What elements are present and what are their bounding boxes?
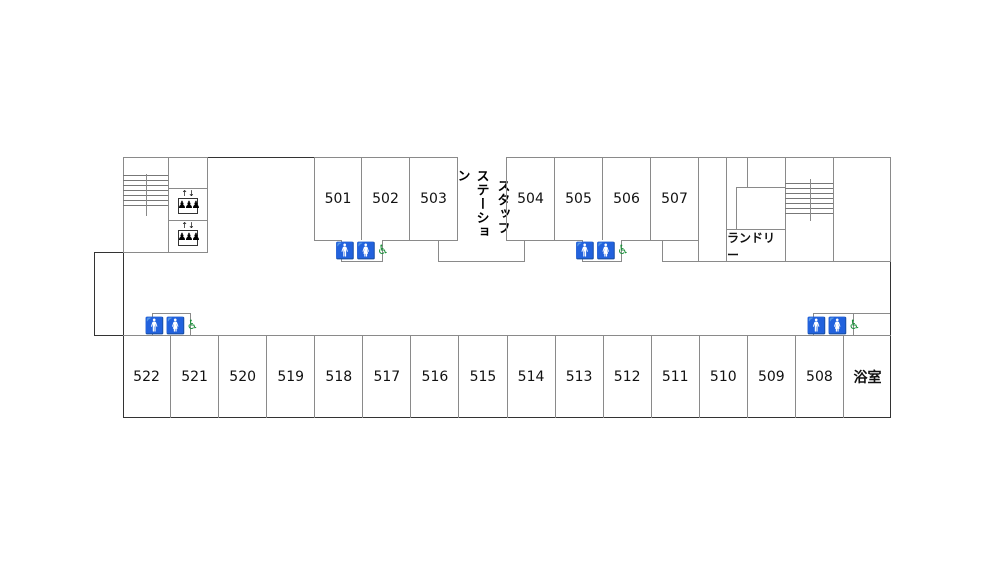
utility-space — [698, 157, 727, 262]
room-number: 520 — [229, 369, 257, 385]
room-number: 512 — [613, 369, 641, 385]
room-516[interactable]: 516 — [411, 335, 460, 418]
room-number: 516 — [421, 369, 449, 385]
bottom-rooms: 522 521 520 519 518 517 516 515 514 513 512 511 510 5… — [123, 335, 891, 418]
staff-station[interactable] — [438, 240, 525, 262]
room-number: 507 — [661, 191, 688, 207]
room-number: 513 — [565, 369, 593, 385]
room-number: 浴室 — [853, 370, 882, 386]
female-icon: 🚺 — [165, 315, 186, 335]
room-number: 514 — [517, 369, 545, 385]
room-515[interactable]: 515 — [459, 335, 508, 418]
room-521[interactable]: 521 — [171, 335, 220, 418]
room-502[interactable]: 502 — [361, 157, 410, 241]
room-522[interactable]: 522 — [123, 335, 172, 418]
room-510[interactable]: 510 — [699, 335, 748, 418]
room-number: 515 — [469, 369, 497, 385]
staff-station-label: スタッフ ステーション — [455, 157, 510, 241]
stairs-right-icon — [785, 183, 833, 218]
laundry-label: ランドリー — [727, 230, 776, 262]
restroom-icon: 🚹🚺♿ — [575, 240, 629, 262]
room-number: 506 — [613, 191, 640, 207]
stairs-left-icon — [123, 175, 168, 209]
restroom-icon: 🚹🚺♿ — [145, 313, 198, 336]
room-number: 519 — [277, 369, 305, 385]
room-518[interactable]: 518 — [315, 335, 364, 418]
annex — [94, 252, 124, 336]
room-number: 508 — [806, 369, 833, 385]
room-number: 521 — [181, 369, 208, 385]
female-icon: 🚺 — [596, 241, 617, 260]
room-number: 504 — [517, 191, 544, 207]
female-icon: 🚺 — [827, 315, 848, 335]
wheelchair-icon: ♿ — [377, 243, 389, 258]
room-512[interactable]: 512 — [603, 335, 652, 418]
room-517[interactable]: 517 — [363, 335, 412, 418]
room-number: 509 — [757, 369, 785, 385]
room-number: 517 — [373, 369, 401, 385]
room-number: 505 — [565, 191, 592, 207]
room-507[interactable]: 507 — [650, 157, 699, 241]
room-519[interactable]: 519 — [267, 335, 316, 418]
elevator-hall — [168, 157, 208, 253]
male-icon: 🚹 — [575, 241, 596, 260]
room-number: 510 — [709, 369, 737, 385]
male-icon: 🚹 — [335, 241, 356, 260]
room-520[interactable]: 520 — [219, 335, 268, 418]
room-509[interactable]: 509 — [747, 335, 796, 418]
room-number: 502 — [372, 191, 399, 207]
restroom-icon: 🚹🚺♿ — [807, 313, 860, 336]
male-icon: 🚹 — [144, 315, 165, 335]
elevator-icon: ↑↓♟♟♟ — [178, 222, 200, 246]
laundry-room — [736, 187, 786, 230]
room-number: 522 — [133, 369, 160, 385]
room-511[interactable]: 511 — [651, 335, 700, 418]
staff-station-text: スタッフ — [494, 179, 510, 235]
female-icon: 🚺 — [356, 241, 377, 260]
restroom-icon: 🚹🚺♿ — [335, 240, 389, 262]
wheelchair-icon: ♿ — [186, 317, 199, 333]
room-501[interactable]: 501 — [314, 157, 362, 241]
room-514[interactable]: 514 — [507, 335, 556, 418]
room-503[interactable]: 503 — [409, 157, 458, 241]
room-number: 501 — [324, 191, 352, 207]
wheelchair-icon: ♿ — [848, 317, 861, 333]
room-506[interactable]: 506 — [602, 157, 651, 241]
room-508[interactable]: 508 — [795, 335, 844, 418]
laundry[interactable]: ランドリー — [726, 229, 786, 262]
room-507-annex — [662, 240, 699, 262]
staff-station-text: ステーション — [454, 169, 489, 239]
room-number: 503 — [420, 191, 447, 207]
room-505[interactable]: 505 — [554, 157, 603, 241]
male-icon: 🚹 — [806, 315, 827, 335]
storage-right — [833, 157, 891, 262]
room-513[interactable]: 513 — [555, 335, 604, 418]
room-number: 511 — [661, 369, 689, 385]
room-number: 518 — [325, 369, 353, 385]
wheelchair-icon: ♿ — [617, 243, 629, 258]
room-504[interactable]: 504 — [506, 157, 555, 241]
bath-room[interactable]: 浴室 — [843, 335, 891, 418]
elevator-icon: ↑↓♟♟♟ — [178, 190, 200, 214]
